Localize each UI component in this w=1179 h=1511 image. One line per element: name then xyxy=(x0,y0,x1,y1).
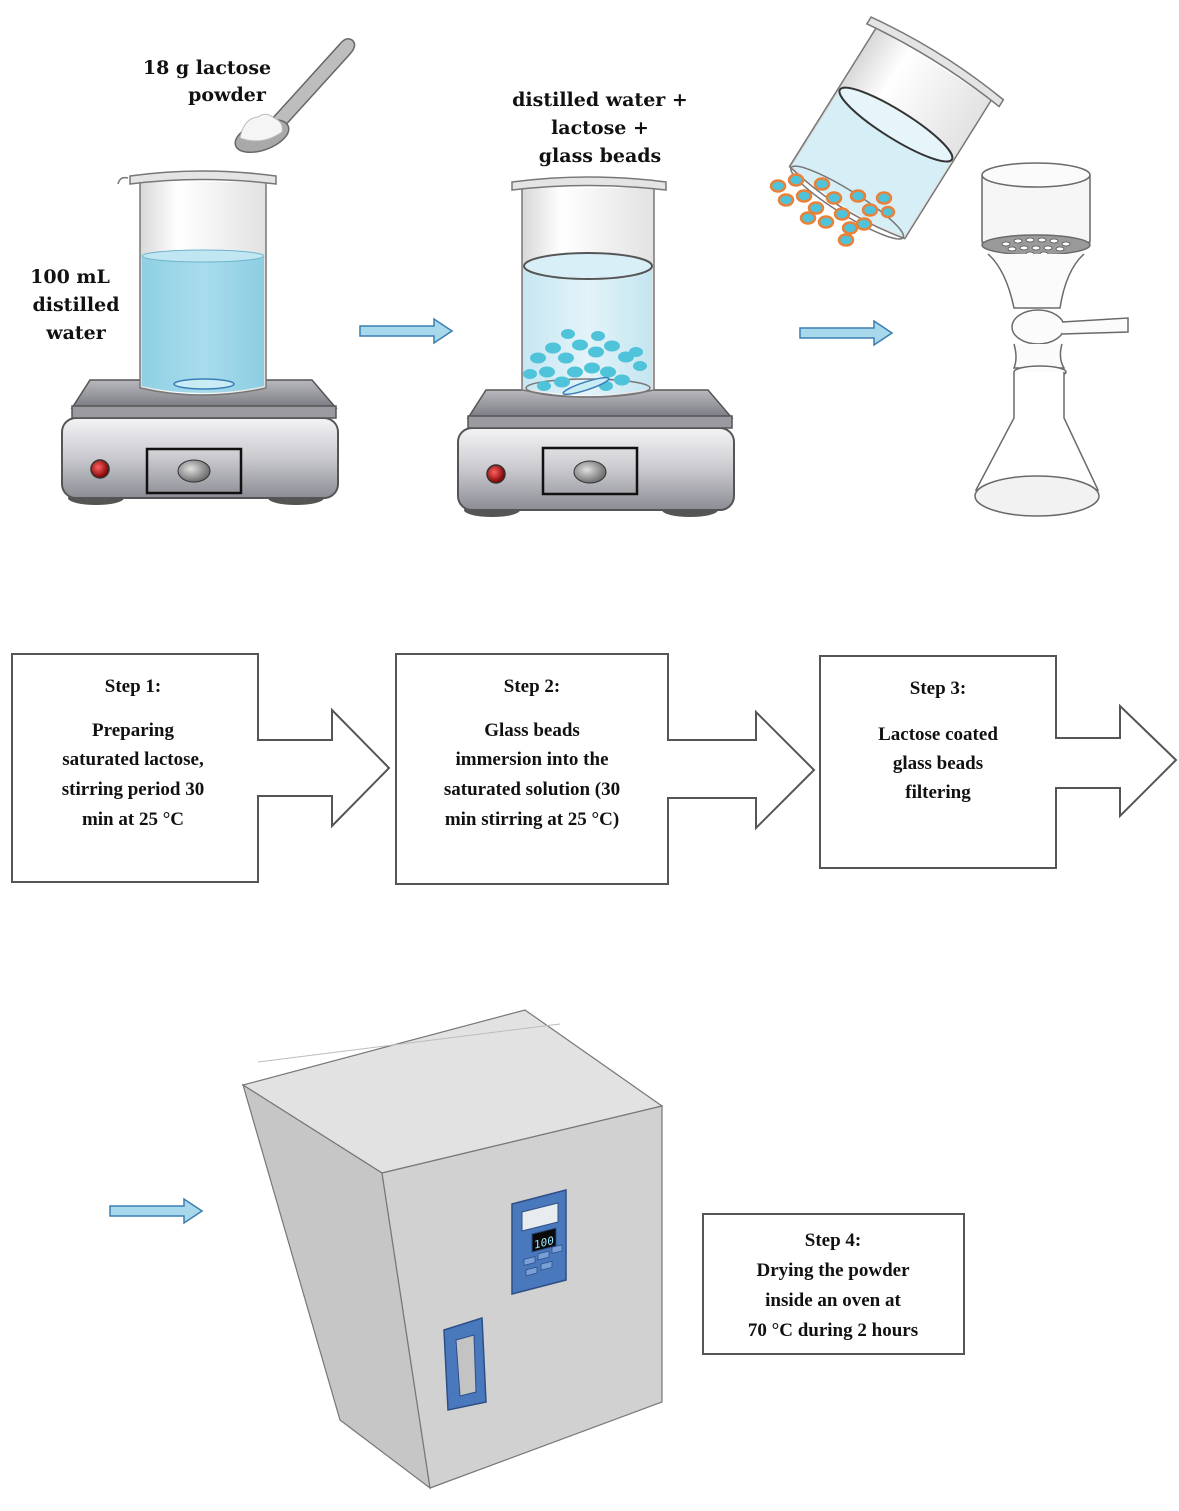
oven-handle xyxy=(443,1316,487,1411)
mixture-label: distilled water + lactose + glass beads xyxy=(512,89,688,167)
magnetic-stirrer-2 xyxy=(457,389,735,517)
svg-text:70 °C during 2 hours: 70 °C during 2 hours xyxy=(748,1320,918,1341)
svg-text:Glass beads: Glass beads xyxy=(484,720,580,741)
step-2-title: Step 2: xyxy=(504,676,560,697)
svg-text:glass beads: glass beads xyxy=(539,145,662,167)
step-1-box: Step 1: Preparing saturated lactose, sti… xyxy=(11,653,391,883)
svg-text:stirring period 30: stirring period 30 xyxy=(62,779,205,800)
step-1-title: Step 1: xyxy=(105,676,161,697)
step-4-title: Step 4: xyxy=(805,1230,861,1251)
step-3-box: Step 3: Lactose coated glass beads filte… xyxy=(819,655,1178,869)
svg-text:distilled water +: distilled water + xyxy=(512,89,688,111)
spoon-icon xyxy=(234,38,356,154)
step-3-title: Step 3: xyxy=(910,678,966,699)
svg-text:Lactose coated: Lactose coated xyxy=(878,724,998,745)
filter-apparatus xyxy=(974,162,1129,517)
svg-text:100 mL: 100 mL xyxy=(30,266,110,288)
svg-text:inside an oven at: inside an oven at xyxy=(765,1290,901,1311)
svg-text:filtering: filtering xyxy=(905,782,971,803)
beaker-mixture xyxy=(511,176,667,398)
lactose-label: 18 g lactose powder xyxy=(143,57,271,106)
svg-text:Preparing: Preparing xyxy=(92,720,174,741)
coated-beads xyxy=(769,173,896,247)
drying-oven: 100 xyxy=(241,1009,664,1490)
svg-text:immersion into the: immersion into the xyxy=(455,749,608,770)
step-2-box: Step 2: Glass beads immersion into the s… xyxy=(395,653,816,885)
magnetic-stirrer-1 xyxy=(61,379,339,505)
flow-arrow-1 xyxy=(359,317,454,345)
svg-text:lactose +: lactose + xyxy=(551,117,649,139)
svg-text:min at 25 °C: min at 25 °C xyxy=(82,809,184,830)
svg-text:water: water xyxy=(45,322,107,344)
control-panel: 100 xyxy=(511,1189,567,1295)
beaker-water xyxy=(117,170,277,396)
flow-arrow-2 xyxy=(799,319,894,347)
svg-text:18 g lactose: 18 g lactose xyxy=(143,57,271,79)
step-4-box: Step 4: Drying the powder inside an oven… xyxy=(702,1213,965,1355)
glass-beads xyxy=(523,329,647,391)
svg-text:powder: powder xyxy=(188,84,267,106)
svg-text:saturated lactose,: saturated lactose, xyxy=(62,749,204,770)
svg-text:saturated solution (30: saturated solution (30 xyxy=(444,779,620,800)
water-label: 100 mL distilled water xyxy=(30,266,119,344)
svg-text:distilled: distilled xyxy=(32,294,119,316)
flow-arrow-3 xyxy=(109,1197,204,1225)
svg-text:Drying the powder: Drying the powder xyxy=(756,1260,910,1281)
oven-display: 100 xyxy=(534,1234,554,1252)
svg-text:glass beads: glass beads xyxy=(893,753,983,774)
svg-text:min stirring at 25 °C): min stirring at 25 °C) xyxy=(445,809,619,830)
